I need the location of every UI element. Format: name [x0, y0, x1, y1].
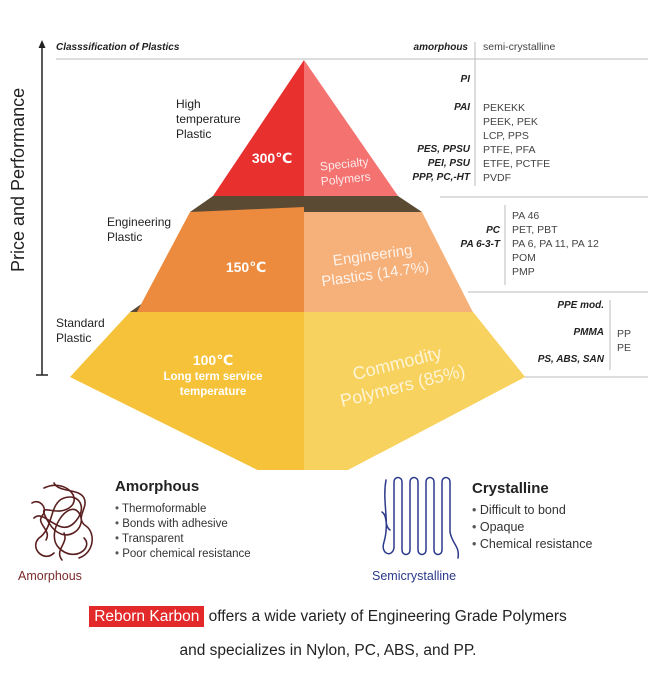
semicrystalline-caption: Semicrystalline: [372, 569, 457, 583]
crystalline-title: Crystalline: [472, 480, 549, 497]
amorphous-header: amorphous: [413, 42, 468, 53]
amorphous-caption: Amorphous: [18, 569, 82, 583]
amorphous-properties: Thermoformable Bonds with adhesive Trans…: [115, 502, 251, 562]
footer-line-1: Reborn Karbon offers a wide variety of E…: [0, 604, 656, 630]
footer-text: Reborn Karbon offers a wide variety of E…: [0, 604, 656, 664]
std-amorphous-list: PPE mod. PMMA PS, ABS, SAN: [537, 300, 604, 365]
gap-band-top: [190, 196, 422, 212]
tier-eng-temperature: 150℃: [225, 259, 267, 275]
tier-std-left: [70, 312, 304, 470]
semicrystalline-structure-icon: [381, 476, 460, 559]
pyramid-diagram: [36, 40, 648, 470]
tier-std-temperature: 100℃: [192, 352, 234, 368]
eng-amorphous-list: PC PA 6-3-T: [460, 225, 500, 250]
axis-label: Price and Performance: [8, 87, 28, 272]
list-item: Poor chemical resistance: [115, 547, 250, 562]
std-semi-crystalline-list: PP PE: [617, 328, 632, 354]
tier-high-right: [304, 60, 398, 196]
tier-std-right-faded-edge: [324, 312, 525, 470]
high-semi-crystalline-list: PEKEKK PEEK, PEK LCP, PPS PTFE, PFA ETFE…: [483, 102, 551, 184]
list-item: Transparent: [115, 532, 251, 547]
brand-badge: Reborn Karbon: [89, 606, 205, 627]
list-item: Bonds with adhesive: [115, 517, 251, 532]
footer-line-2: and specializes in Nylon, PC, ABS, and P…: [179, 642, 477, 659]
amorphous-title: Amorphous: [115, 478, 200, 495]
crystalline-properties: Difficult to bond Opaque Chemical resist…: [472, 502, 593, 553]
tier-eng-right: [304, 212, 488, 342]
classification-title: Classsification of Plastics: [56, 42, 180, 53]
list-item: Opaque: [472, 519, 592, 536]
tier-high-temperature: 300℃: [251, 150, 293, 166]
axis-arrow: [36, 40, 48, 376]
high-amorphous-list: PI PAI PES, PPSU PEI, PSU PPP, PC,-HT: [412, 74, 470, 183]
tier-eng-left-main: [121, 212, 304, 342]
list-item: Difficult to bond: [472, 502, 592, 519]
list-item: Thermoformable: [115, 502, 251, 517]
tier-high-left: [213, 60, 304, 196]
semi-crystalline-header: semi-crystalline: [483, 41, 556, 53]
eng-semi-crystalline-list: PA 46 PET, PBT PA 6, PA 11, PA 12 POM PM…: [512, 210, 599, 278]
list-item: Chemical resistance: [472, 536, 593, 553]
amorphous-structure-icon: [31, 482, 93, 561]
